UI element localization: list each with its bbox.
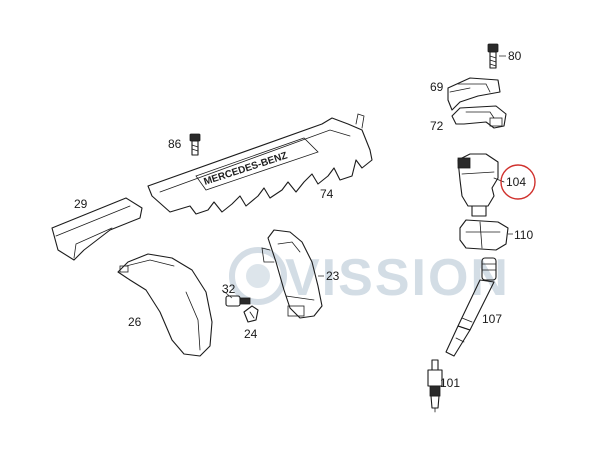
part-23-mounting-bracket[interactable] [261, 229, 323, 319]
part-24-clip[interactable] [243, 305, 259, 323]
callout-72: 72 [430, 119, 444, 133]
callout-32: 32 [222, 282, 236, 296]
part-107-coil-lead[interactable] [445, 257, 497, 357]
callout-104: 104 [506, 175, 526, 189]
watermark: VISSION [229, 247, 510, 307]
callout-23: 23 [326, 269, 340, 283]
part-101-spark-plug[interactable] [427, 359, 443, 413]
part-74-engine-cover[interactable]: MERCEDES-BENZ [147, 113, 373, 215]
callout-24: 24 [244, 327, 258, 341]
callout-69: 69 [430, 80, 444, 94]
part-72-bracket[interactable] [451, 105, 507, 129]
part-29-cover[interactable] [51, 197, 143, 261]
part-26-cover-shield[interactable] [117, 253, 213, 357]
watermark-text: VISSION [285, 249, 510, 307]
part-86-screw[interactable] [189, 133, 201, 156]
callout-110: 110 [514, 228, 533, 242]
callout-74: 74 [320, 187, 334, 201]
part-110-bracket[interactable] [459, 219, 509, 251]
highlight-circle [500, 164, 536, 200]
part-69-bracket[interactable] [447, 77, 501, 111]
callout-80: 80 [508, 49, 522, 63]
part-104-ignition-coil[interactable] [457, 153, 505, 217]
part-32-bolt[interactable] [225, 295, 251, 307]
callout-29: 29 [74, 197, 88, 211]
callout-86: 86 [168, 137, 182, 151]
callout-26: 26 [128, 315, 142, 329]
part-80-bolt[interactable] [487, 43, 499, 69]
callout-101: 101 [440, 376, 460, 390]
callout-107: 107 [482, 312, 502, 326]
